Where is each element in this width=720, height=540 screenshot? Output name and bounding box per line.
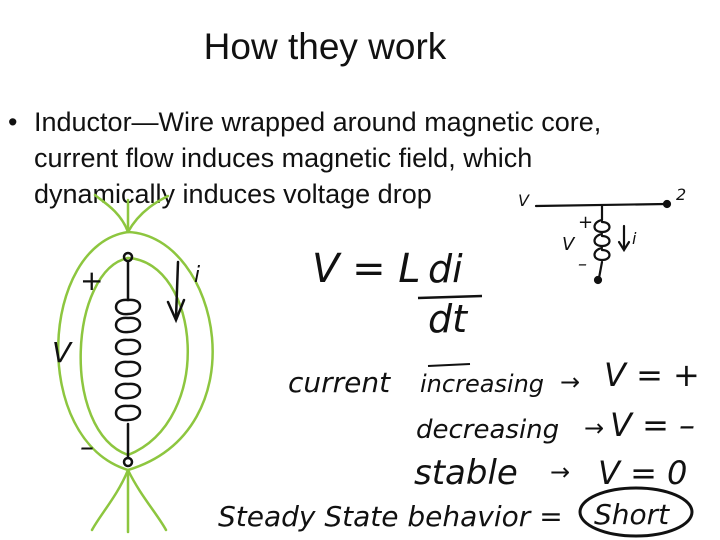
arrow-3: →: [550, 458, 570, 486]
bullet-line-2: current flow induces magnetic field, whi…: [34, 143, 533, 173]
left-v-label: V: [52, 336, 73, 369]
row-current-label: current: [288, 366, 391, 399]
bullet-dot: •: [8, 107, 18, 137]
row-current-overline: [427, 363, 471, 367]
steady-state-label: Steady State behavior =: [218, 500, 563, 533]
row-decreasing-label: decreasing: [416, 415, 559, 445]
current-label: i: [194, 263, 200, 288]
circuit-v2-label: V: [562, 234, 576, 255]
row-stable-label: stable: [414, 453, 518, 493]
equation-v-label: V = L: [312, 246, 421, 292]
circuit-plus-label: +: [578, 212, 593, 233]
bullet-line-3: dynamically induces voltage drop: [34, 179, 432, 209]
magnetic-field-lines: [57, 193, 214, 534]
circuit-sketch: [534, 199, 672, 285]
arrow-1: →: [560, 368, 580, 396]
left-plus-label: +: [80, 264, 103, 297]
circuit-node2-label: 2: [676, 185, 686, 204]
circuit-i-label: i: [632, 229, 637, 248]
row-increasing-label: increasing: [420, 370, 544, 398]
short-label: Short: [594, 498, 670, 531]
arrow-2: →: [584, 414, 604, 442]
circuit-v-label: V: [518, 191, 530, 210]
result-stable-label: V = 0: [598, 454, 687, 492]
equation-di-label: di: [428, 247, 463, 291]
bullet-line-1: Inductor—Wire wrapped around magnetic co…: [34, 107, 602, 137]
circuit-minus-label: –: [578, 254, 587, 275]
equation-dt-label: dt: [428, 297, 469, 341]
fraction-bar: [417, 294, 483, 300]
bullet-item: • Inductor—Wire wrapped around magnetic …: [8, 104, 698, 212]
inductor-coil: [114, 251, 142, 468]
slide-title: How they work: [203, 26, 447, 67]
current-arrow: [166, 260, 186, 324]
short-circle: [578, 486, 694, 538]
result-increasing-label: V = +: [604, 356, 700, 394]
left-minus-label: –: [80, 430, 94, 463]
result-decreasing-label: V = –: [610, 406, 695, 444]
